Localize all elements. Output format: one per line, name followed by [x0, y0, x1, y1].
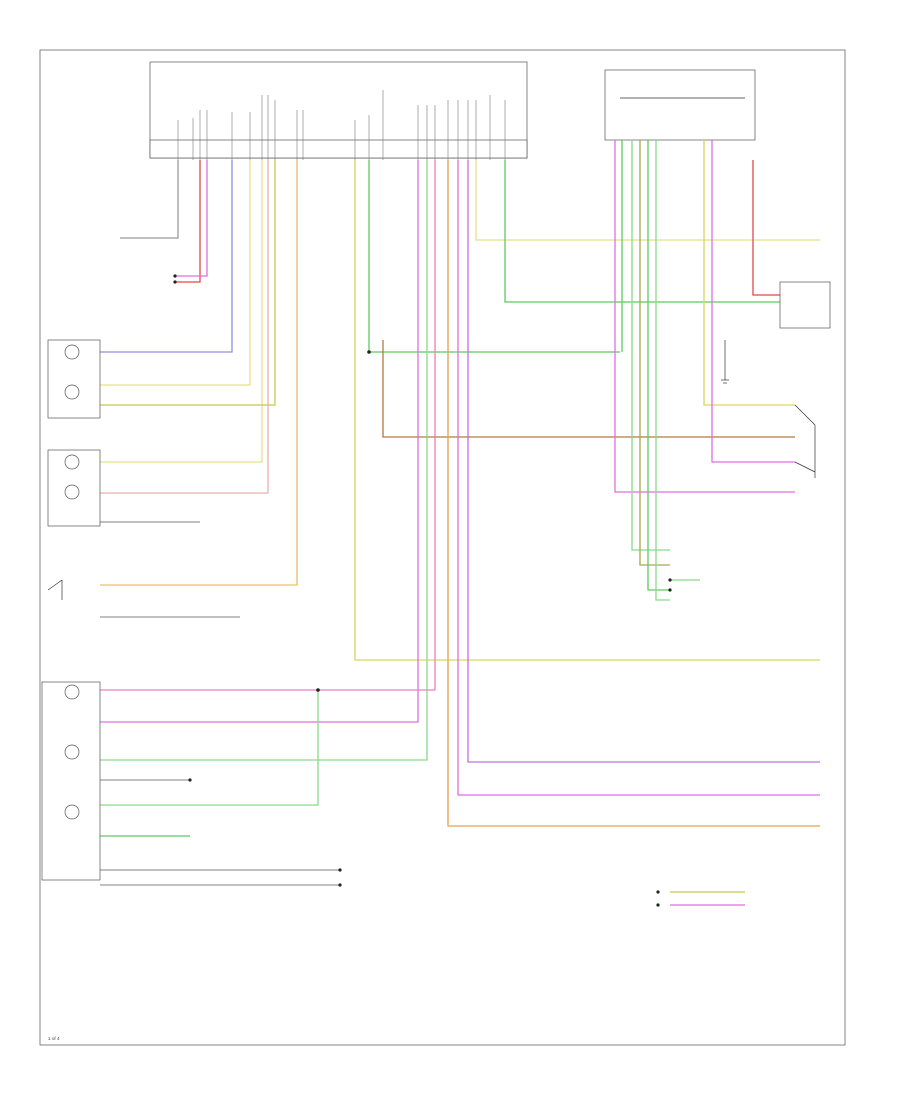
wire-brown-1: [382, 340, 795, 438]
wires: [100, 140, 820, 906]
diagram-frame: [39, 49, 846, 1046]
headlamp-relay: [779, 281, 831, 329]
splice-nodes: [173, 274, 672, 907]
wire-yellow-2: [100, 160, 263, 463]
rear-lamp-assembly: [41, 681, 101, 881]
ground-icon: [721, 340, 729, 384]
wire-yellow-3: [354, 160, 820, 661]
module-pin-stubs: [177, 90, 506, 160]
bulb-icon: [64, 344, 80, 360]
wire-orange-2: [447, 160, 820, 827]
fog-lamp-switch: [47, 579, 63, 600]
bulb-icon: [64, 484, 80, 500]
splice-icon: [338, 868, 342, 872]
bulb-icon: [64, 384, 80, 400]
switch-icon: [47, 579, 63, 600]
wire-green-1: [368, 160, 620, 353]
splice-icon: [656, 903, 660, 907]
splice-icon: [668, 588, 672, 592]
wire-green-2: [100, 160, 428, 761]
switch-icon: [794, 404, 816, 426]
splice-icon: [188, 778, 192, 782]
wire-violet-1: [100, 160, 233, 353]
splice-icon: [668, 578, 672, 582]
wire-red-1: [175, 160, 201, 283]
wire-pink-4: [614, 140, 795, 493]
wire-pinkgrn-1: [100, 160, 436, 691]
wire-pink-3: [457, 160, 820, 796]
wire-green-7: [655, 140, 670, 601]
wire-green-5: [631, 140, 670, 551]
wire-olive-1: [100, 160, 276, 406]
splice-icon: [173, 274, 177, 278]
headlamp-switch: [794, 404, 816, 478]
bulb-icon: [64, 744, 80, 760]
wire-yellow-1: [100, 160, 251, 386]
bulb-icon: [64, 454, 80, 470]
wire-green-6: [647, 140, 670, 591]
wire-violet-2: [467, 160, 820, 763]
wire-red-2: [752, 160, 780, 296]
wire-pink-2: [100, 160, 419, 723]
battery-junction-box: [604, 69, 756, 141]
switch-icon: [794, 461, 816, 473]
splice-icon: [316, 688, 320, 692]
wire-orange-1: [100, 160, 298, 586]
module-terminal-strip: [149, 139, 528, 159]
wire-green-8: [100, 690, 319, 806]
wire-pink-1: [175, 160, 208, 277]
wire-gray-1: [120, 160, 179, 239]
splice-icon: [656, 890, 660, 894]
right-headlamp-assembly: [47, 449, 101, 527]
wire-green-3: [504, 160, 780, 303]
left-headlamp-assembly: [47, 339, 101, 419]
wire-olive-2: [639, 140, 670, 566]
splice-icon: [173, 280, 177, 284]
wire-yellow-5: [703, 140, 795, 406]
bulb-icon: [64, 684, 80, 700]
wire-yellow-4: [475, 160, 820, 241]
splice-icon: [367, 350, 371, 354]
wire-pinkyel-1: [100, 160, 269, 494]
bulb-icon: [64, 804, 80, 820]
page-number: 1 of 4: [48, 1036, 60, 1041]
wire-pink-5: [711, 140, 795, 463]
splice-icon: [338, 883, 342, 887]
